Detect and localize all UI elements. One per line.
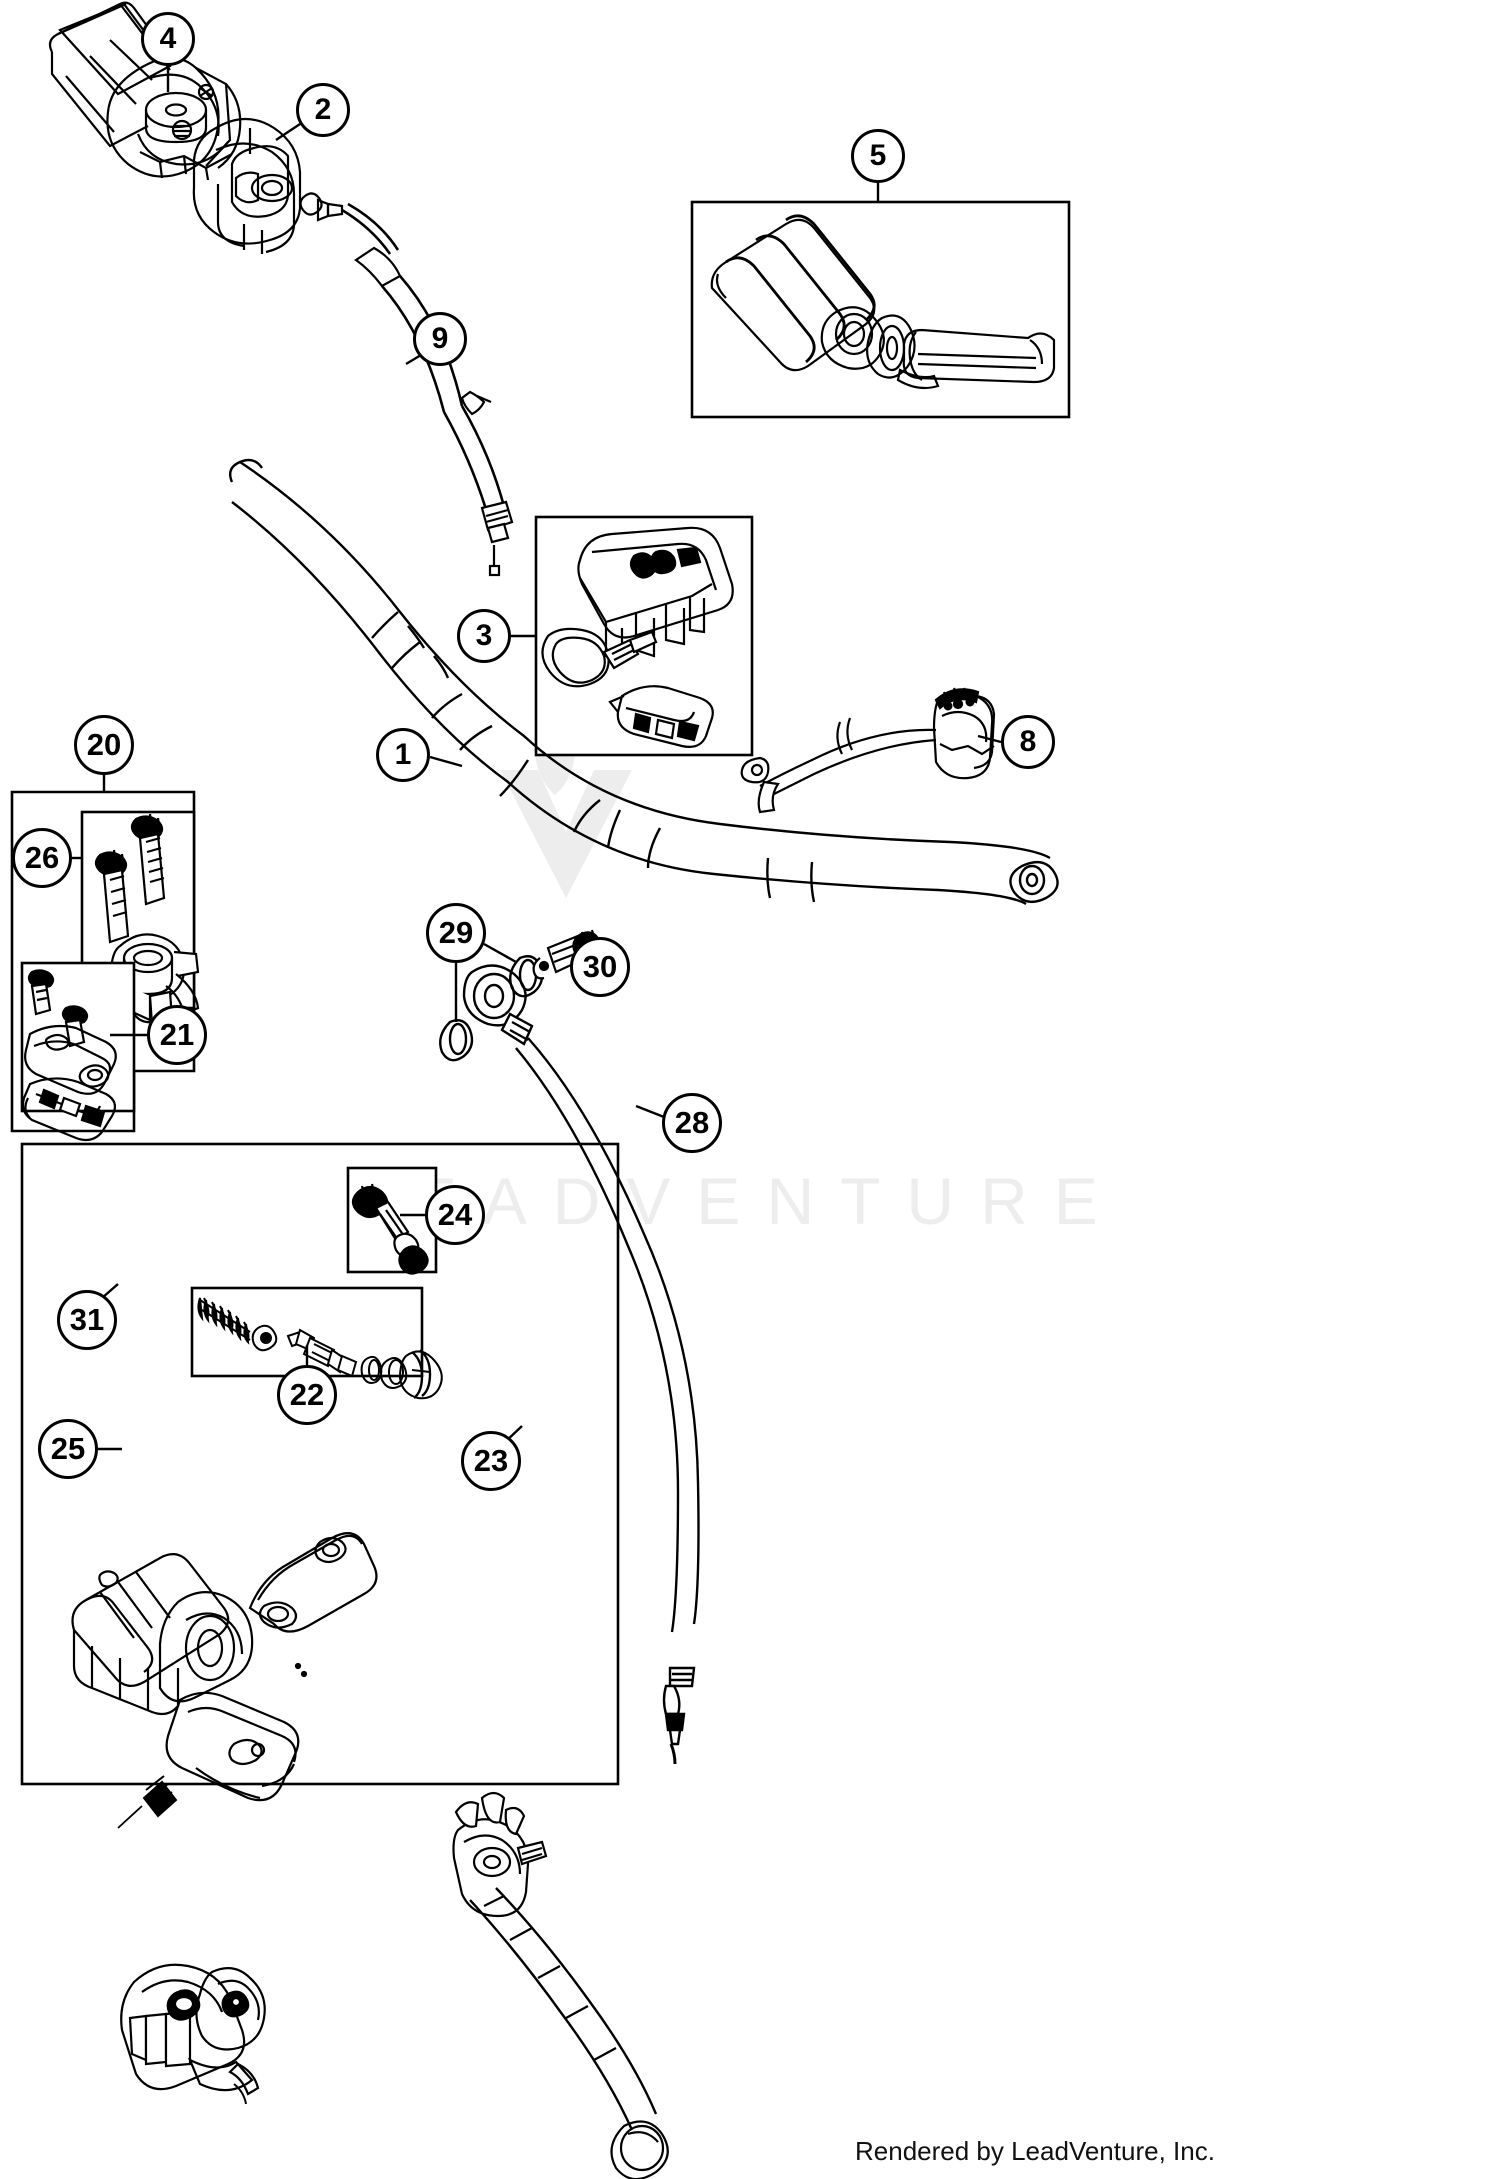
leader-1 — [429, 755, 463, 768]
part-throttle-housing-cover — [192, 118, 302, 254]
callout-9[interactable]: 9 — [413, 312, 467, 366]
callout-31[interactable]: 31 — [57, 1290, 117, 1350]
part-map-switch — [541, 526, 734, 748]
part-clamp-cover — [21, 969, 117, 1142]
part-master-cylinder-body — [71, 1532, 378, 1802]
callout-23[interactable]: 23 — [461, 1431, 521, 1491]
part-spring-pin — [117, 1775, 178, 1829]
leader-2 — [275, 123, 301, 141]
part-lever-clamp-bracket — [120, 1963, 266, 2105]
callout-2[interactable]: 2 — [296, 83, 350, 137]
part-throttle-grip-assembly — [48, 1, 242, 181]
callout-3[interactable]: 3 — [457, 609, 511, 663]
callout-24[interactable]: 24 — [425, 1185, 485, 1245]
callout-8[interactable]: 8 — [1001, 715, 1055, 769]
callout-28[interactable]: 28 — [662, 1093, 722, 1153]
part-brake-lever — [452, 1791, 669, 2179]
callout-1[interactable]: 1 — [376, 728, 430, 782]
callout-29[interactable]: 29 — [426, 903, 486, 963]
part-piston-repair-kit — [197, 1297, 443, 1400]
part-wiring-harness-switch — [740, 687, 996, 814]
leader-8 — [977, 734, 1002, 744]
part-handlebar-grip-set — [710, 214, 1056, 390]
group-box-master-cylinder — [20, 1142, 620, 1786]
part-push-rod — [351, 1183, 429, 1275]
footer-attribution: Rendered by LeadVenture, Inc. — [855, 2136, 1215, 2166]
callout-4[interactable]: 4 — [141, 12, 195, 66]
callout-5[interactable]: 5 — [851, 129, 905, 183]
part-clamp-bolts — [94, 813, 166, 944]
callout-26[interactable]: 26 — [12, 828, 72, 888]
part-handlebar — [229, 458, 1059, 906]
leader-28 — [635, 1104, 665, 1119]
part-throttle-cable — [299, 192, 514, 577]
part-brake-hose — [462, 964, 700, 1765]
leader-29a — [483, 942, 517, 964]
callout-25[interactable]: 25 — [38, 1419, 98, 1479]
callout-21[interactable]: 21 — [147, 1005, 207, 1065]
callout-22[interactable]: 22 — [277, 1365, 337, 1425]
callout-20[interactable]: 20 — [74, 715, 134, 775]
callout-30[interactable]: 30 — [570, 937, 630, 997]
